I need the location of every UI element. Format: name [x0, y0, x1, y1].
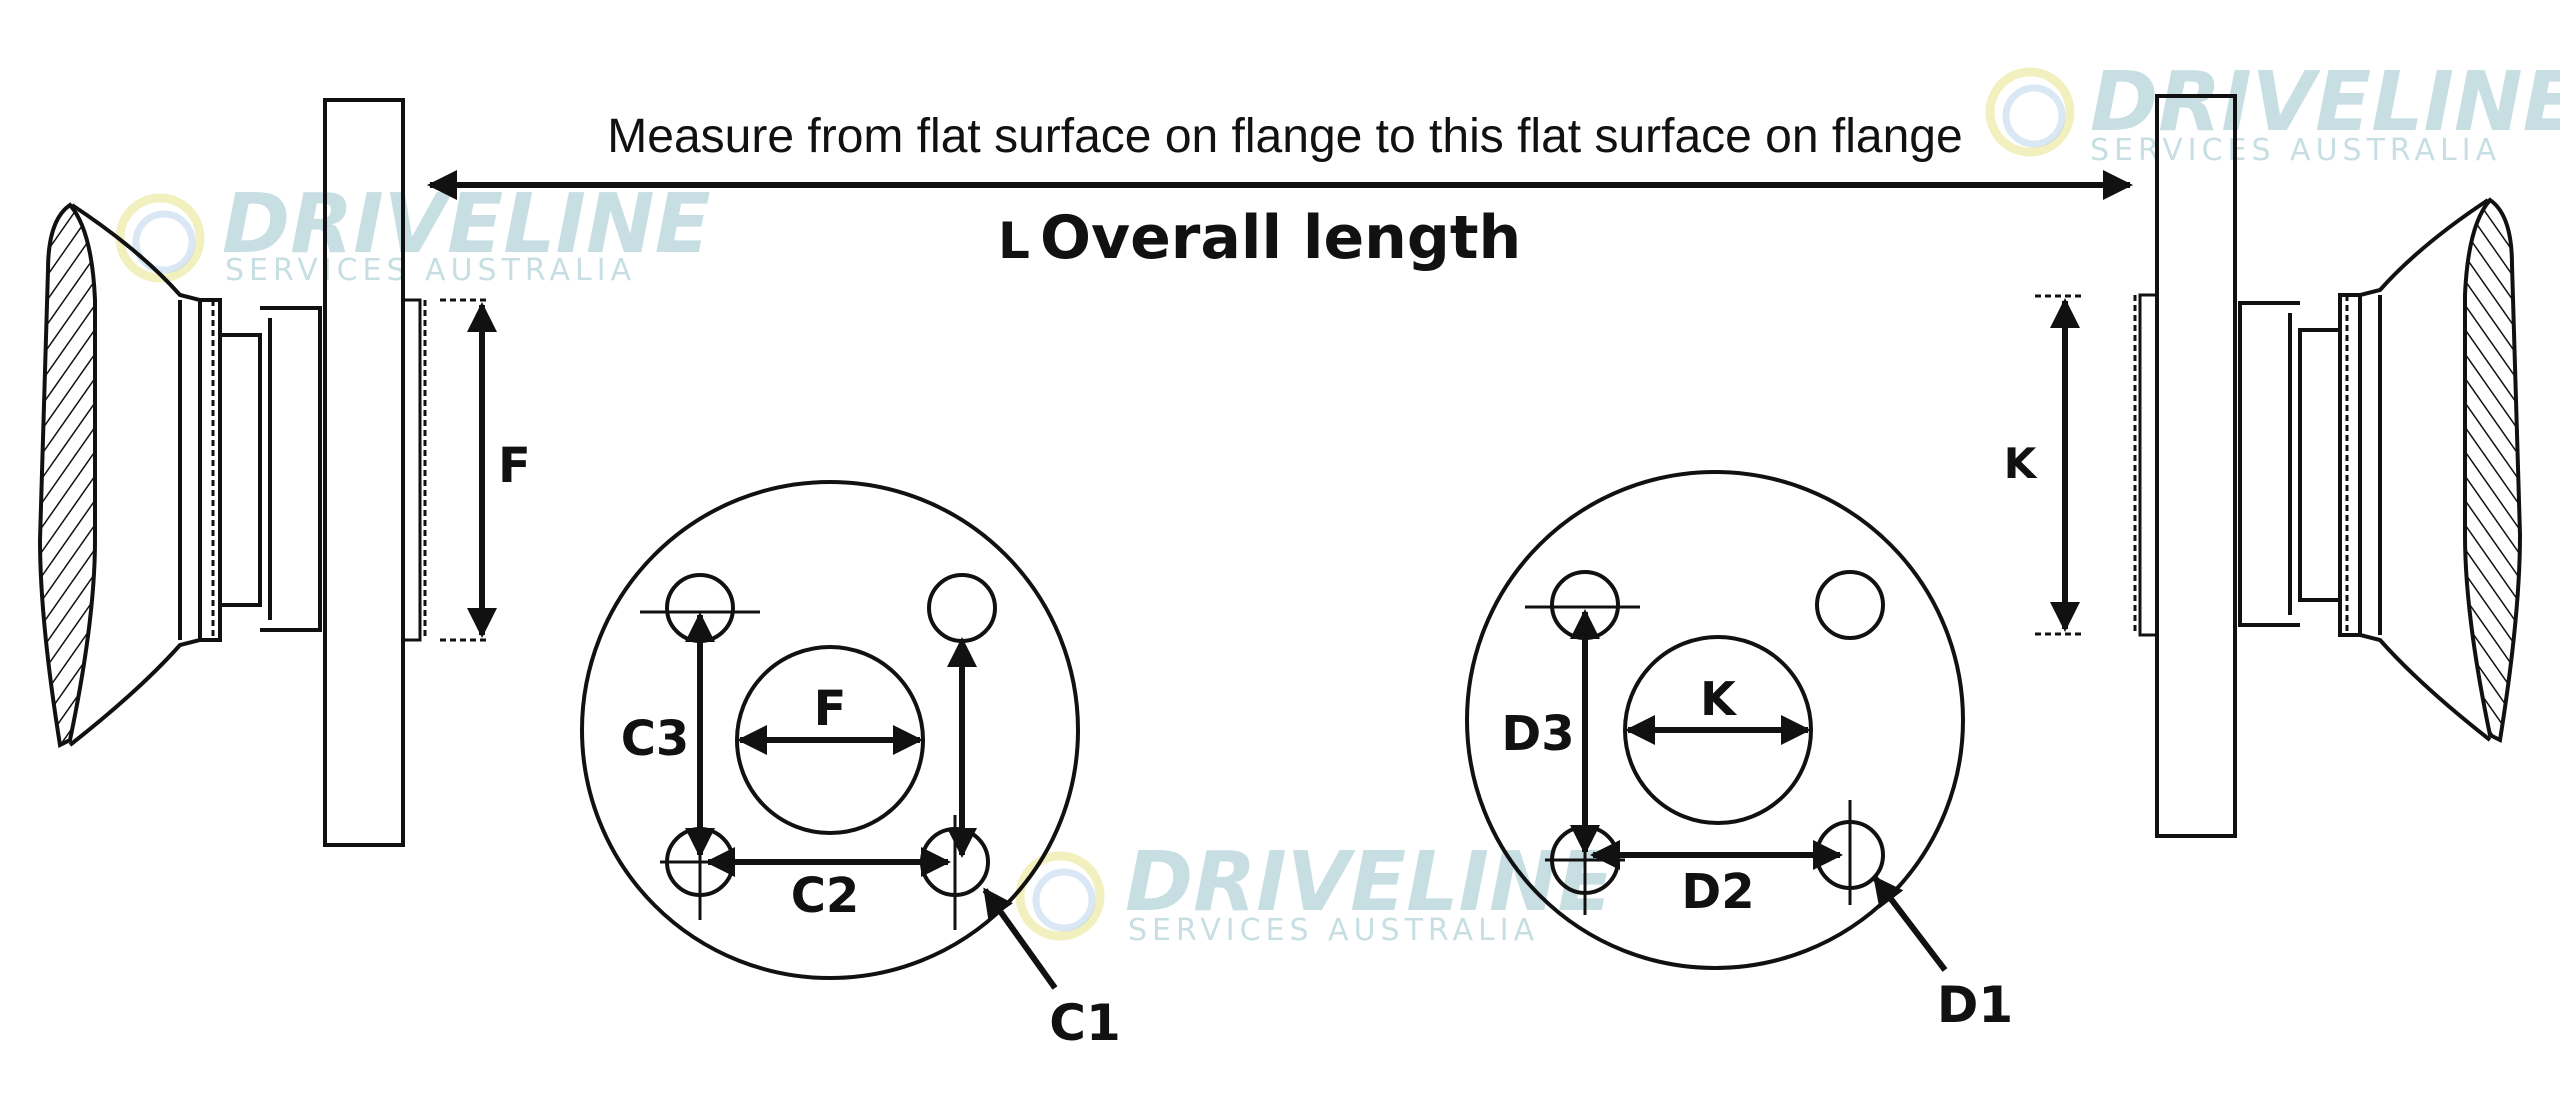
watermark-center: DRIVELINE SERVICES AUSTRALIA: [1015, 835, 1614, 948]
bolt-hole: [1815, 570, 1885, 640]
overall-length-label: Overall length: [1040, 203, 1521, 273]
d1-leader-arrow: [1872, 875, 1948, 972]
watermark-logo-icon: [115, 193, 205, 283]
measure-caption: Measure from flat surface on flange to t…: [607, 110, 1962, 163]
watermark-brand: DRIVELINE: [1125, 835, 1614, 930]
d1-label: D1: [1937, 976, 2013, 1034]
bolt-hole: [927, 573, 997, 643]
right-bore-dimension-label: K: [1700, 672, 1738, 726]
d2-label: D2: [1681, 864, 1754, 920]
right-yoke-side-view: [2133, 94, 2523, 838]
left-pilot-dimension-label: F: [498, 438, 531, 494]
d3-label: D3: [1501, 706, 1574, 762]
watermark-left: DRIVELINE SERVICES AUSTRALIA: [115, 177, 711, 288]
c3-label: C3: [621, 711, 690, 767]
c1-label: C1: [1049, 994, 1120, 1052]
right-pilot-dimension-label: K: [2004, 439, 2038, 488]
left-bore-dimension-label: F: [814, 681, 847, 737]
overall-length-letter: L: [998, 212, 1030, 270]
watermark-logo-icon: [1985, 67, 2075, 157]
watermark-brand: DRIVELINE: [2090, 55, 2560, 150]
watermark-logo-icon: [1015, 851, 1105, 941]
left-yoke-side-view: [37, 98, 427, 847]
watermark-top-right: DRIVELINE SERVICES AUSTRALIA: [1985, 55, 2560, 168]
watermark-subtitle: SERVICES AUSTRALIA: [1128, 913, 1539, 948]
watermark-subtitle: SERVICES AUSTRALIA: [2090, 133, 2501, 168]
watermark-subtitle: SERVICES AUSTRALIA: [225, 253, 636, 288]
c1-leader-arrow: [982, 887, 1058, 990]
c2-label: C2: [791, 868, 860, 924]
